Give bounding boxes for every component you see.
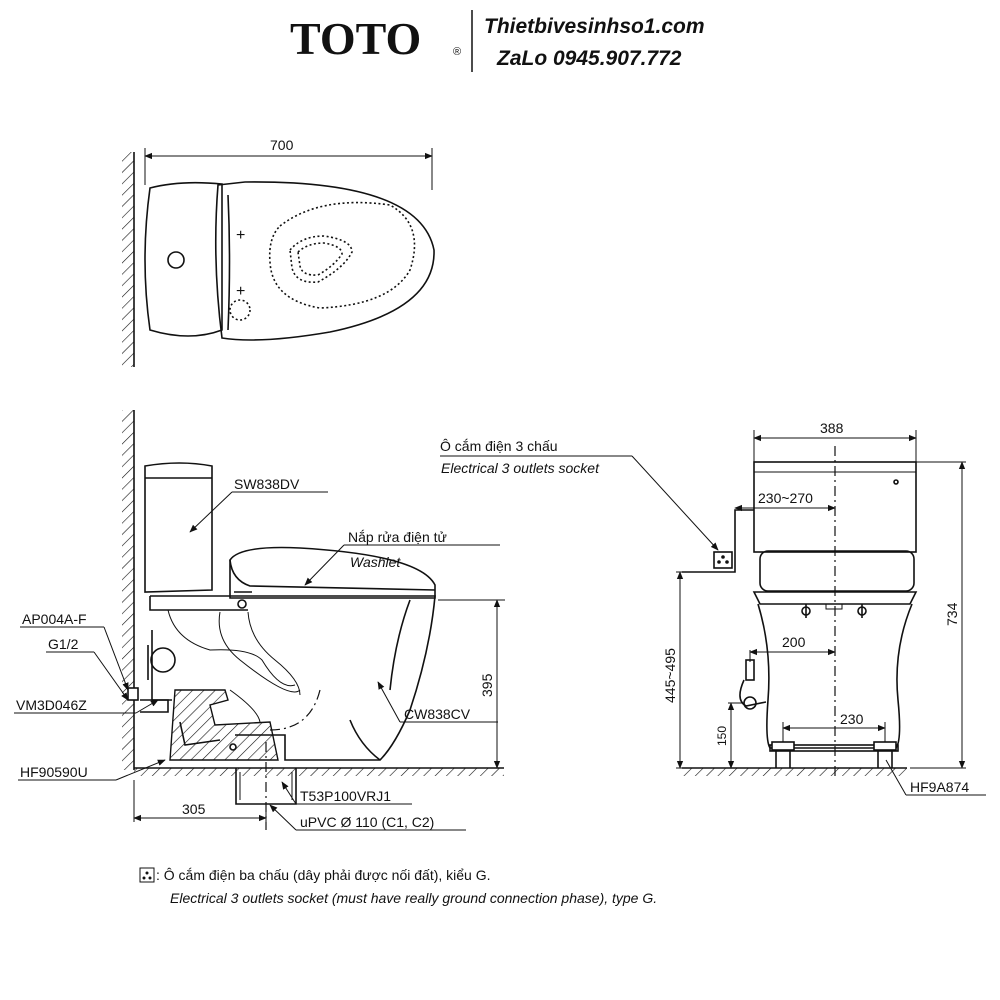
bowl-model-label: CW838CV: [404, 706, 471, 722]
socket-symbol-icon: [139, 867, 155, 883]
seat-outline-top: [214, 181, 435, 341]
washlet-front: [759, 550, 915, 592]
brand-logo: TOTO: [290, 13, 421, 64]
floor-hatch-front: [682, 768, 907, 776]
socket-vi-label: Ô cắm điện 3 chấu: [440, 438, 558, 454]
fitting-2-label: G1/2: [48, 636, 79, 652]
tank-side: [144, 462, 213, 593]
washlet-vi-label: Nắp rửa điện tử: [348, 529, 447, 545]
dim-150-label: 150: [715, 726, 729, 746]
bolt-icon-2: +: [236, 283, 245, 300]
tank-top: [144, 181, 223, 337]
bowl-front: [757, 603, 913, 749]
washlet-en-label: Washlet: [350, 554, 401, 570]
dim-700-label: 700: [270, 137, 294, 153]
socket-leader: [631, 455, 719, 551]
valve-model-label: VM3D046Z: [16, 697, 87, 713]
footnote: : Ô cắm điện ba chấu (dây phải được nối …: [139, 867, 657, 906]
top-view: 700 + +: [122, 137, 435, 367]
header: TOTO ® Thietbivesinhso1.com ZaLo 0945.90…: [290, 10, 705, 72]
bowl-water-area: [289, 235, 353, 284]
floor-bolts: [775, 751, 893, 768]
bolt-icon-1: +: [236, 227, 245, 244]
registered-mark: ®: [453, 46, 461, 58]
wall-hatch-side: [122, 410, 134, 770]
supply-pipe: [151, 630, 172, 701]
footnote-en: Electrical 3 outlets socket (must have r…: [170, 890, 657, 906]
wall-hatch-top: [122, 152, 134, 367]
flange-block: [169, 689, 279, 761]
dim-305-label: 305: [182, 801, 206, 817]
washlet-side: [229, 546, 436, 599]
bolt-model-label: HF9A874: [910, 779, 969, 795]
pipe-spec-label: uPVC Ø 110 (C1, C2): [300, 814, 434, 830]
drain-circle-top: [229, 299, 251, 321]
front-view: 388 230~270 734 445~495 200 150 230 Ô cắ…: [440, 420, 986, 796]
footnote-vi: : Ô cắm điện ba chấu (dây phải được nối …: [156, 867, 491, 883]
dim-230-label: 230: [840, 711, 864, 727]
website-text: Thietbivesinhso1.com: [484, 15, 705, 38]
trapway-line: [167, 609, 296, 687]
drain-model-label: T53P100VRJ1: [300, 788, 391, 804]
bowl-rim-top: [268, 201, 416, 309]
bowl-side: [150, 595, 436, 761]
fitting-1-label: AP004A-F: [22, 611, 87, 627]
valve-icon: [150, 647, 176, 673]
side-view: 395 305 SW838DV Nắp rửa điện tử Washlet …: [14, 410, 505, 831]
dim-388-label: 388: [820, 420, 844, 436]
socket-en-label: Electrical 3 outlets socket: [441, 460, 600, 476]
flange-model-label: HF90590U: [20, 764, 88, 780]
dim-445-495-label: 445~495: [662, 648, 678, 703]
valve-front: [739, 679, 767, 707]
dim-230-270-label: 230~270: [758, 490, 813, 506]
dim-395-label: 395: [479, 673, 495, 697]
floor-hatch-side: [134, 768, 504, 776]
flush-button-icon: [167, 251, 185, 269]
tank-model-label: SW838DV: [234, 476, 300, 492]
dim-200-label: 200: [782, 634, 806, 650]
socket-icon: [713, 551, 733, 569]
contact-text: ZaLo 0945.907.772: [496, 47, 682, 70]
dim-734-label: 734: [944, 602, 960, 626]
